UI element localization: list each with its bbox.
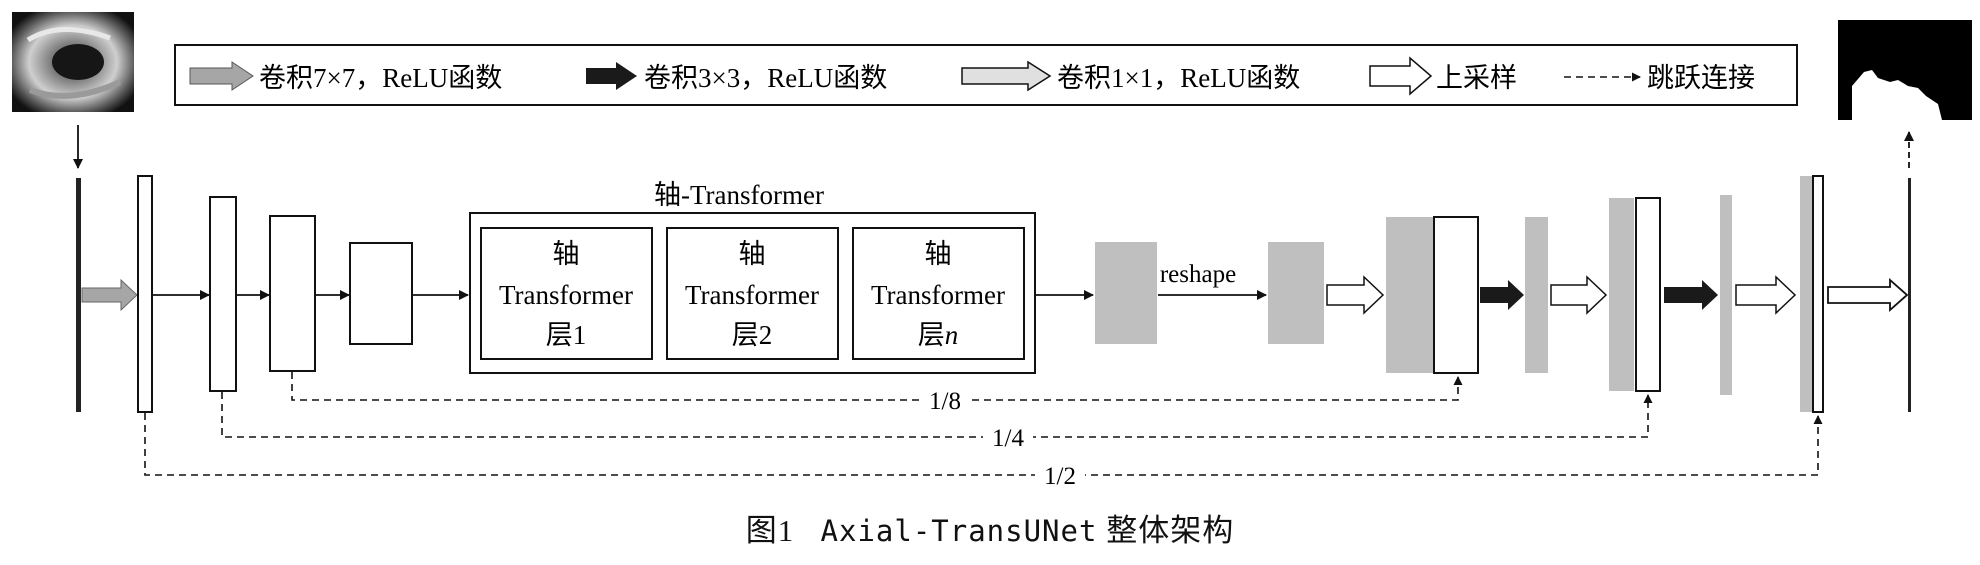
legend-label-conv7: 卷积7×7，ReLU函数 (259, 63, 502, 93)
axial-layer-2: 轴 Transformer 层2 (666, 227, 839, 360)
decoder-skip-feature-3 (1812, 175, 1824, 413)
decoder-upsampled-1 (1386, 217, 1433, 373)
legend-gray-arrow-icon (189, 61, 254, 91)
conv3-arrow-2 (1664, 280, 1718, 310)
upsample-arrow-1 (1326, 275, 1385, 315)
axial-layer-1: 轴 Transformer 层1 (480, 227, 653, 360)
decoder-upsampled-2 (1609, 198, 1634, 391)
architecture-diagram: 卷积7×7，ReLU函数 卷积3×3，ReLU函数 卷积1×1，ReLU函数 上… (12, 12, 1972, 490)
axial-transformer-title: 轴-Transformer (654, 180, 824, 210)
reshaped-feature (1268, 242, 1324, 344)
caption-model-name: Axial-TransUNet (820, 514, 1098, 548)
encoder-feature-3 (269, 215, 316, 372)
figure-caption: 图1 Axial-TransUNet 整体架构 (0, 505, 1980, 550)
legend-black-arrow-icon (586, 62, 637, 90)
conv3-arrow-1 (1480, 280, 1524, 310)
legend-label-conv1: 卷积1×1，ReLU函数 (1057, 63, 1300, 93)
encoder-feature-2 (209, 196, 237, 392)
input-image (12, 12, 134, 112)
legend-label-skip: 跳跃连接 (1647, 63, 1755, 93)
legend-light-arrow-icon (961, 60, 1052, 92)
legend-label-conv3: 卷积3×3，ReLU函数 (644, 63, 887, 93)
axial-layer-n: 轴 Transformer 层n (852, 227, 1025, 360)
skip-connection-1-8: 1/8 (291, 372, 1463, 415)
legend-label-upsample: 上采样 (1436, 63, 1517, 93)
upsample-arrow-2 (1550, 275, 1608, 315)
svg-text:Transformer: Transformer (499, 280, 633, 310)
decoder-conv-feature-2 (1720, 195, 1732, 395)
output-feature-bar (1908, 178, 1911, 412)
svg-text:轴: 轴 (925, 239, 952, 269)
encoder-feature-1 (137, 175, 153, 413)
decoder-conv-feature-1 (1525, 217, 1548, 373)
svg-text:层2: 层2 (732, 320, 773, 350)
svg-text:轴: 轴 (553, 239, 580, 269)
reshape-label: reshape (1160, 261, 1236, 288)
decoder-upsampled-3 (1800, 176, 1812, 412)
input-feature-bar (76, 178, 81, 412)
decoder-skip-feature-1 (1433, 216, 1479, 374)
svg-text:Transformer: Transformer (871, 280, 1005, 310)
svg-text:1/2: 1/2 (1044, 463, 1076, 490)
legend-white-arrow-icon (1369, 56, 1433, 96)
encoder-feature-4 (349, 242, 413, 345)
legend: 卷积7×7，ReLU函数 卷积3×3，ReLU函数 卷积1×1，ReLU函数 上… (174, 44, 1798, 106)
caption-prefix: 图1 (745, 513, 795, 548)
decoder-skip-feature-2 (1635, 197, 1661, 392)
conv7-arrow (81, 278, 138, 312)
skip-connection-1-2: 1/2 (144, 413, 1823, 490)
svg-text:Transformer: Transformer (685, 280, 819, 310)
svg-text:层n: 层n (918, 320, 959, 350)
skip-connection-1-4: 1/4 (221, 392, 1653, 452)
upsample-arrow-3 (1735, 275, 1797, 315)
bottleneck-feature (1095, 242, 1157, 344)
svg-text:轴: 轴 (739, 239, 766, 269)
svg-text:1/4: 1/4 (992, 425, 1024, 452)
caption-suffix: 整体架构 (1106, 513, 1235, 548)
svg-text:层1: 层1 (546, 320, 587, 350)
conv1-arrow-final (1827, 278, 1909, 312)
output-mask-image (1838, 20, 1972, 120)
svg-text:1/8: 1/8 (929, 388, 961, 415)
